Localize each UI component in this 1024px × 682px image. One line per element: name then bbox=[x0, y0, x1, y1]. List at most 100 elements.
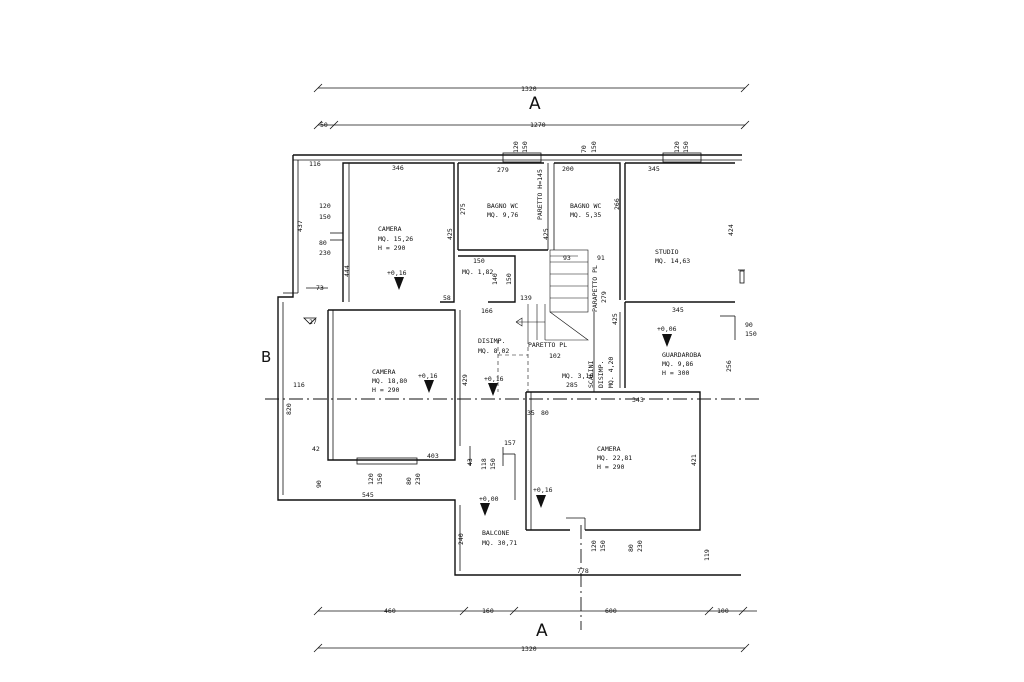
svg-text:285: 285 bbox=[566, 381, 578, 389]
svg-text:GUARDAROBA: GUARDAROBA bbox=[662, 351, 701, 359]
svg-text:230: 230 bbox=[414, 473, 422, 485]
dim-overall-bottom: 1320 bbox=[521, 645, 537, 653]
svg-text:403: 403 bbox=[427, 452, 439, 460]
svg-text:+0,00: +0,00 bbox=[479, 495, 499, 503]
svg-text:150: 150 bbox=[376, 473, 384, 485]
svg-text:+0,16: +0,16 bbox=[387, 269, 407, 277]
svg-text:150: 150 bbox=[599, 540, 607, 552]
svg-text:MQ. 30,71: MQ. 30,71 bbox=[482, 539, 517, 547]
svg-text:+0,06: +0,06 bbox=[657, 325, 677, 333]
svg-text:150: 150 bbox=[489, 458, 497, 470]
room-camera-3: CAMERA MQ. 22,81 H = 290 +0,16 bbox=[533, 445, 632, 494]
svg-text:425: 425 bbox=[542, 228, 550, 240]
section-label-top: A bbox=[529, 94, 541, 114]
svg-text:70: 70 bbox=[580, 145, 588, 153]
svg-text:SCALINI: SCALINI bbox=[587, 361, 595, 388]
svg-text:H = 290: H = 290 bbox=[372, 386, 399, 394]
svg-text:DISIMP.: DISIMP. bbox=[597, 361, 605, 388]
svg-text:150: 150 bbox=[505, 273, 513, 285]
svg-text:200: 200 bbox=[562, 165, 574, 173]
svg-text:425: 425 bbox=[611, 313, 619, 325]
svg-text:MQ. 14,63: MQ. 14,63 bbox=[655, 257, 690, 265]
svg-text:35: 35 bbox=[527, 409, 535, 417]
svg-text:MQ. 9,76: MQ. 9,76 bbox=[487, 211, 518, 219]
svg-text:90: 90 bbox=[315, 480, 323, 488]
room-balcone: BALCONE MQ. 30,71 +0,00 bbox=[479, 495, 517, 547]
svg-text:73: 73 bbox=[316, 284, 324, 292]
dim-bottom-4: 100 bbox=[717, 607, 729, 615]
svg-text:116: 116 bbox=[293, 381, 305, 389]
svg-text:345: 345 bbox=[648, 165, 660, 173]
svg-text:CAMERA: CAMERA bbox=[378, 225, 402, 233]
svg-text:93: 93 bbox=[563, 254, 571, 262]
dim-bottom-3: 600 bbox=[605, 607, 617, 615]
svg-text:820: 820 bbox=[285, 403, 293, 415]
svg-text:MQ. 3,16: MQ. 3,16 bbox=[562, 372, 593, 380]
svg-text:MQ. 1,82: MQ. 1,82 bbox=[462, 268, 493, 276]
svg-text:H = 290: H = 290 bbox=[597, 463, 624, 471]
svg-text:MQ. 18,80: MQ. 18,80 bbox=[372, 377, 407, 385]
level-marker-4 bbox=[488, 383, 498, 396]
dim-overall-top: 1320 bbox=[521, 85, 537, 93]
svg-text:266: 266 bbox=[613, 198, 621, 210]
level-markers bbox=[303, 277, 672, 516]
svg-text:MQ. 5,35: MQ. 5,35 bbox=[570, 211, 601, 219]
dim-bottom-2: 160 bbox=[482, 607, 494, 615]
svg-text:91: 91 bbox=[597, 254, 605, 262]
svg-text:425: 425 bbox=[446, 228, 454, 240]
section-label-side: B bbox=[261, 348, 271, 366]
svg-text:+0,16: +0,16 bbox=[533, 486, 553, 494]
svg-text:429: 429 bbox=[461, 374, 469, 386]
svg-text:230: 230 bbox=[319, 249, 331, 257]
room-small-316: MQ. 3,16 bbox=[562, 372, 593, 380]
room-bagno-2: BAGNO WC MQ. 5,35 bbox=[570, 202, 601, 219]
svg-text:139: 139 bbox=[520, 294, 532, 302]
svg-text:58: 58 bbox=[443, 294, 451, 302]
interior-walls bbox=[327, 162, 745, 531]
svg-text:119: 119 bbox=[703, 549, 711, 561]
svg-text:27: 27 bbox=[309, 318, 317, 326]
svg-text:279: 279 bbox=[497, 166, 509, 174]
section-label-bottom: A bbox=[536, 621, 548, 641]
room-guardaroba: GUARDAROBA MQ. 9,86 H = 300 +0,06 bbox=[657, 325, 701, 377]
svg-text:+0,16: +0,16 bbox=[484, 375, 504, 383]
svg-text:80: 80 bbox=[541, 409, 549, 417]
svg-text:43: 43 bbox=[466, 458, 474, 466]
svg-text:120: 120 bbox=[673, 141, 681, 153]
dim-top-left: 50 bbox=[320, 121, 328, 129]
room-bagno-1: BAGNO WC MQ. 9,76 bbox=[487, 202, 518, 219]
svg-text:157: 157 bbox=[504, 439, 516, 447]
svg-text:444: 444 bbox=[343, 265, 351, 277]
svg-text:H = 300: H = 300 bbox=[662, 369, 689, 377]
svg-text:MQ. 8,02: MQ. 8,02 bbox=[478, 347, 509, 355]
annotations: PARETTO PL PARETTO H=145 PARAPETTO PL SC… bbox=[306, 169, 615, 388]
room-camera-2: CAMERA MQ. 18,80 H = 290 +0,16 bbox=[372, 368, 438, 394]
svg-text:150: 150 bbox=[745, 330, 757, 338]
svg-text:150: 150 bbox=[473, 257, 485, 265]
room-studio: STUDIO MQ. 14,63 bbox=[655, 248, 690, 265]
svg-text:120: 120 bbox=[367, 473, 375, 485]
dimension-texts: 116 346 279 120 150 200 70 150 345 120 1… bbox=[285, 141, 757, 575]
svg-text:150: 150 bbox=[319, 213, 331, 221]
svg-text:230: 230 bbox=[636, 540, 644, 552]
svg-text:421: 421 bbox=[690, 454, 698, 466]
level-marker-2 bbox=[662, 334, 672, 347]
svg-text:42: 42 bbox=[312, 445, 320, 453]
level-marker-3 bbox=[424, 380, 434, 393]
svg-text:120: 120 bbox=[590, 540, 598, 552]
dim-bottom-1: 460 bbox=[384, 607, 396, 615]
svg-text:+0,16: +0,16 bbox=[418, 372, 438, 380]
svg-text:256: 256 bbox=[725, 360, 733, 372]
level-marker-6 bbox=[480, 503, 490, 516]
svg-text:MQ. 4,20: MQ. 4,20 bbox=[607, 357, 615, 388]
svg-text:424: 424 bbox=[727, 224, 735, 236]
svg-text:BALCONE: BALCONE bbox=[482, 529, 509, 537]
svg-text:120: 120 bbox=[512, 141, 520, 153]
level-marker-5 bbox=[536, 495, 546, 508]
svg-text:H = 290: H = 290 bbox=[378, 244, 405, 252]
svg-text:116: 116 bbox=[309, 160, 321, 168]
room-camera-1: CAMERA MQ. 15,26 H = 290 +0,16 bbox=[378, 225, 413, 277]
svg-text:345: 345 bbox=[672, 306, 684, 314]
svg-text:275: 275 bbox=[459, 203, 467, 215]
